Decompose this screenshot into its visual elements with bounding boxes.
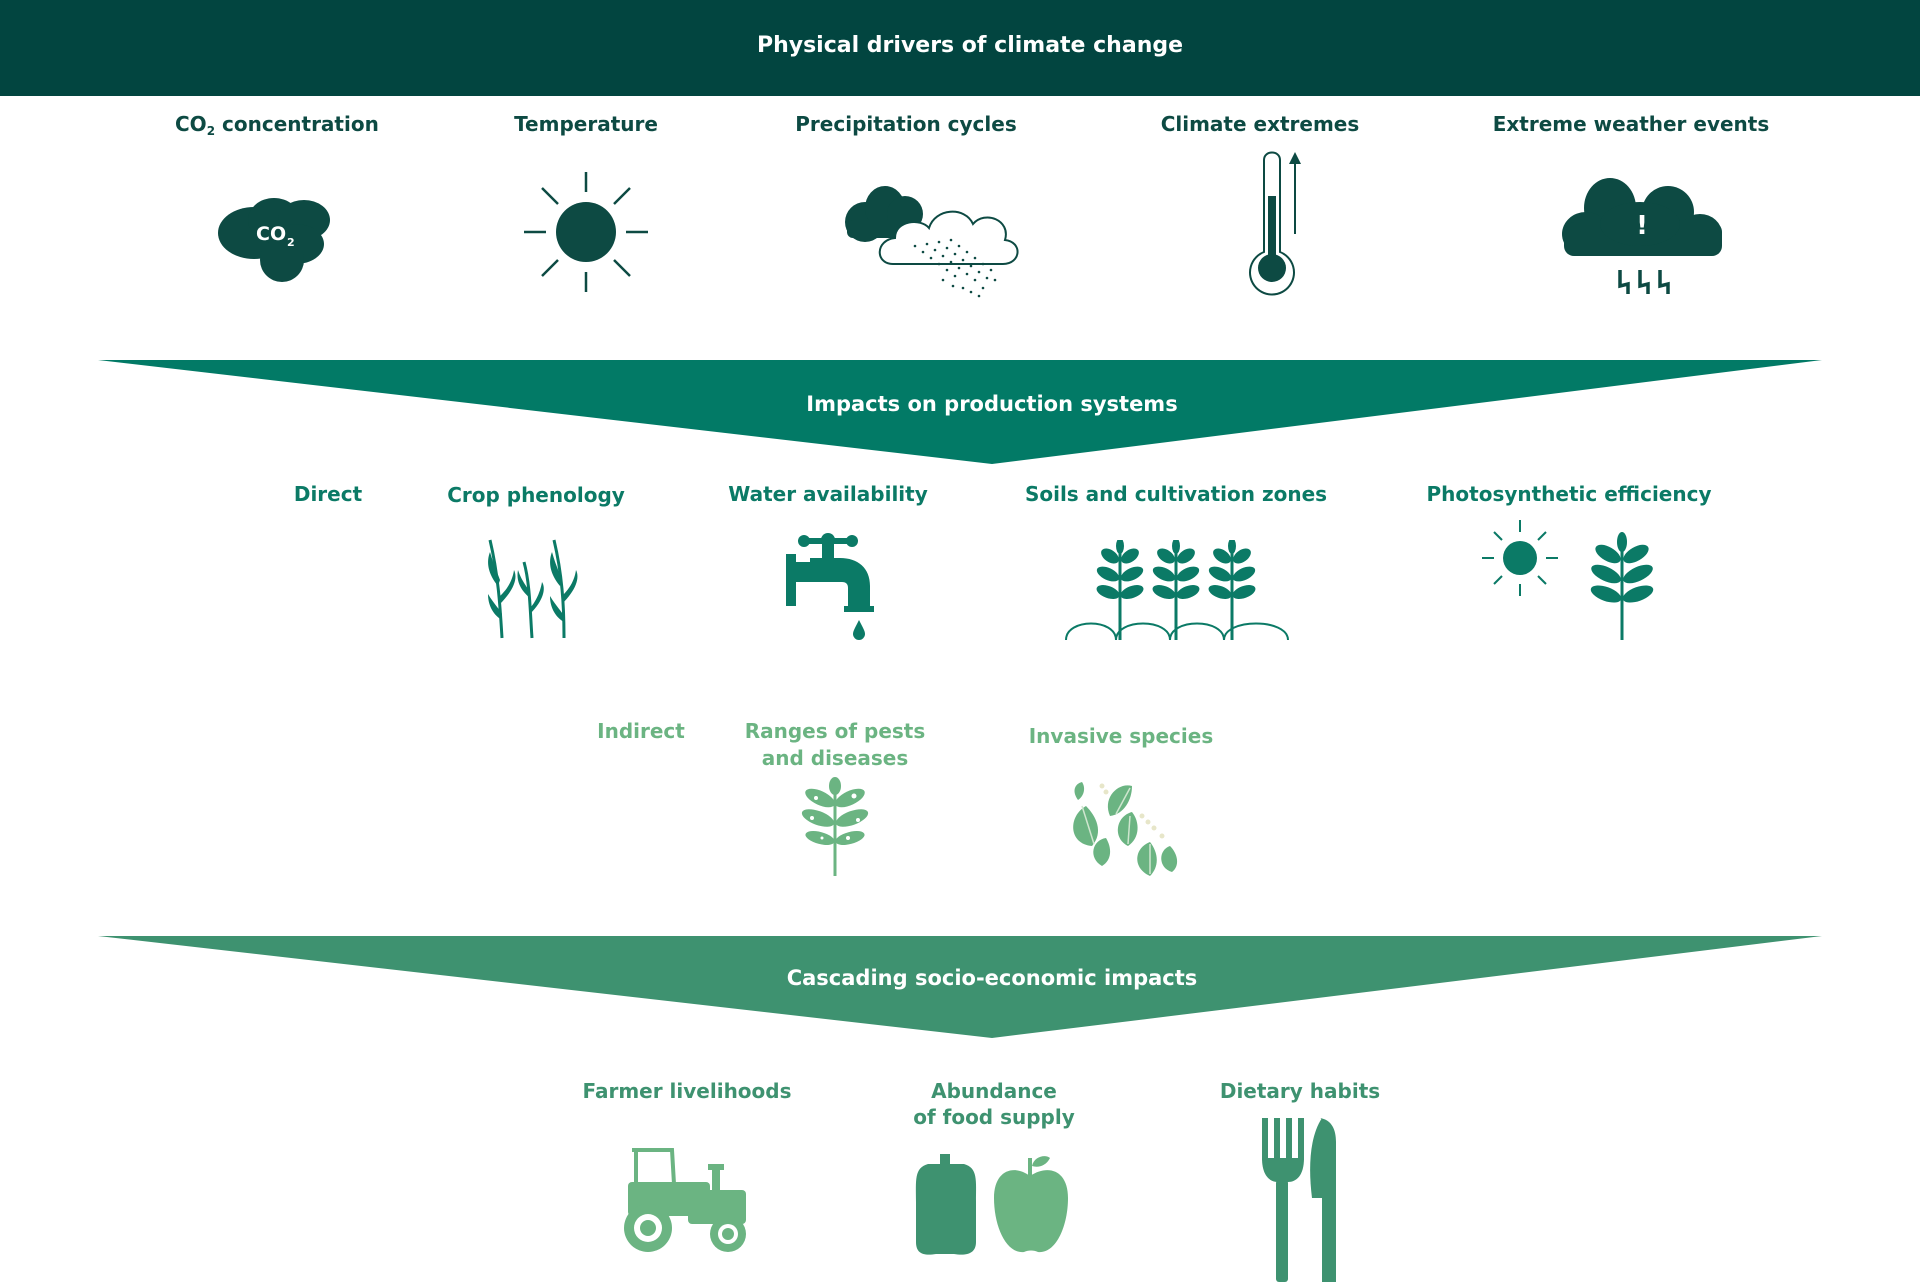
co2-cloud-icon: CO 2 xyxy=(218,198,330,282)
storm-cloud-icon: ! xyxy=(1562,178,1722,294)
tap-icon xyxy=(786,533,874,640)
dietary-habits-label: Dietary habits xyxy=(1219,1079,1381,1103)
svg-text:!: ! xyxy=(1636,211,1648,241)
cutlery-icon xyxy=(1262,1118,1336,1282)
production-banner-title: Impacts on production systems xyxy=(806,392,1178,416)
driver-label-weather: Extreme weather events xyxy=(1492,112,1770,136)
soils-label: Soils and cultivation zones xyxy=(1024,482,1328,506)
invasive-label: Invasive species xyxy=(1028,724,1214,748)
rain-cloud-icon xyxy=(845,186,1019,298)
driver-label-temperature: Temperature xyxy=(514,112,658,136)
food-supply-label-line2: of food supply xyxy=(913,1105,1075,1129)
farmer-livelihoods-label: Farmer livelihoods xyxy=(582,1079,792,1103)
water-availability-label: Water availability xyxy=(728,482,928,506)
food-icon xyxy=(915,1154,1068,1255)
svg-text:2: 2 xyxy=(287,236,295,249)
seedlings-icon xyxy=(1065,540,1289,641)
tractor-icon xyxy=(624,1148,746,1252)
crop-icon xyxy=(488,539,578,639)
sun-plant-icon xyxy=(1482,520,1654,640)
header-title: Physical drivers of climate change xyxy=(756,33,1184,58)
production-banner xyxy=(98,360,1822,464)
header-bar: Physical drivers of climate change xyxy=(0,0,1920,96)
food-supply-label-line1: Abundance xyxy=(931,1079,1057,1103)
sun-icon xyxy=(524,172,648,292)
crop-phenology-label: Crop phenology xyxy=(447,483,625,507)
direct-heading: Direct xyxy=(293,482,363,506)
driver-label-extremes: Climate extremes xyxy=(1160,112,1360,136)
thermometer-icon xyxy=(1249,151,1301,296)
pests-label-line1: Ranges of pests xyxy=(744,719,926,743)
photosynthetic-label: Photosynthetic efficiency xyxy=(1426,482,1712,506)
indirect-heading: Indirect xyxy=(597,719,685,743)
pests-label-line2: and diseases xyxy=(761,746,909,770)
socio-banner-title: Cascading socio-economic impacts xyxy=(786,966,1198,990)
socio-banner xyxy=(98,936,1822,1038)
invasive-leaves-icon xyxy=(1073,782,1178,876)
driver-label-co2: CO2 concentration xyxy=(175,112,379,138)
svg-text:CO: CO xyxy=(256,223,286,245)
driver-label-precipitation: Precipitation cycles xyxy=(795,112,1017,136)
diseased-plant-icon xyxy=(801,777,869,876)
